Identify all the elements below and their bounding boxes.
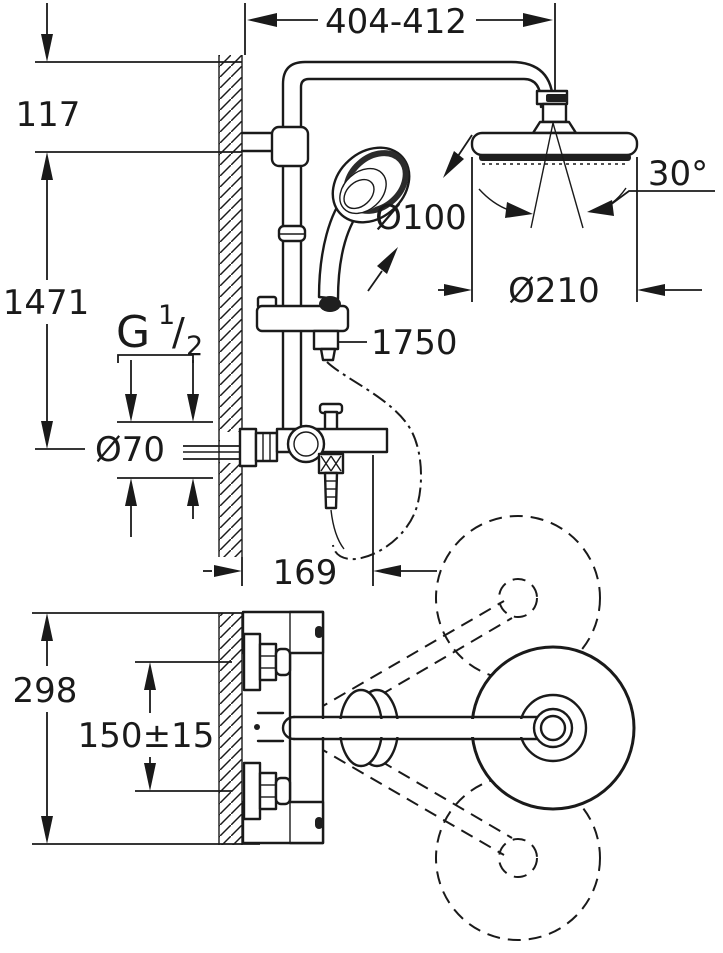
- arm-hub-inner: [539, 714, 567, 742]
- hand-shower-face-ring: [339, 167, 387, 215]
- slider-bracket: [255, 295, 350, 362]
- dim-head-offset: 117: [16, 3, 81, 180]
- hose-connector: [312, 329, 340, 351]
- holder-grip: [319, 296, 341, 312]
- dim-handshower-diameter-label: Ø100: [375, 198, 467, 238]
- dim-valve-width-label: 298: [13, 671, 78, 711]
- shower-hose: [326, 361, 422, 561]
- dim-inlet-spacing: 150±15: [78, 661, 232, 792]
- top-view: 298 150±15: [13, 515, 636, 941]
- dim-swivel-angle: 30°: [601, 154, 715, 212]
- rail-joint: [277, 224, 307, 243]
- dim-hose-length: 1750: [338, 323, 458, 363]
- dim-escutcheon-label: Ø70: [95, 430, 165, 470]
- dim-headshower-diameter: Ø210: [438, 157, 702, 311]
- dim-rail-height: 1471: [3, 180, 90, 449]
- diverter-knob-stem: [323, 410, 339, 432]
- inlet-union-top: [242, 632, 292, 692]
- hose-nipple: [319, 347, 337, 362]
- inlet-union-bottom: [242, 761, 292, 821]
- dim-escutcheon: Ø70: [95, 421, 213, 537]
- shower-arm-plan: [281, 715, 558, 741]
- dim-spout-projection: 169: [203, 455, 437, 593]
- head-shower-nut: [541, 102, 568, 124]
- dim-handshower-diameter: Ø100: [367, 134, 473, 292]
- head-shower-spray-face: [479, 154, 631, 161]
- head-shower-disc: [470, 131, 639, 157]
- dim-top-width-label: 404-412: [325, 2, 467, 42]
- head-shower: [470, 89, 639, 165]
- swing-hub-down: [498, 838, 538, 878]
- dim-rail-height-label: 1471: [3, 283, 90, 323]
- dim-inlet-spacing-label: 150±15: [78, 716, 215, 756]
- outlet-tube: [323, 471, 339, 510]
- wall-bracket: [240, 125, 310, 168]
- wall-front: [218, 55, 243, 557]
- dim-hose-length-label: 1750: [371, 323, 458, 363]
- dim-valve-width: 298: [13, 613, 78, 844]
- dim-top-width: 404-412: [244, 2, 556, 118]
- swivel-indicator: [478, 122, 627, 229]
- dim-head-offset-label: 117: [16, 95, 81, 135]
- slider-body: [255, 304, 350, 333]
- hose-end: [330, 509, 345, 550]
- dim-swivel-angle-label: 30°: [648, 154, 708, 194]
- temperature-knob: [286, 424, 326, 464]
- wall-top-view: [218, 613, 243, 845]
- supply-nipple: [183, 427, 279, 468]
- swing-hub-up: [498, 578, 538, 618]
- pivot-screw: [254, 724, 260, 730]
- valve-front: [275, 402, 389, 550]
- dim-spout-projection-label: 169: [273, 553, 338, 593]
- hand-shower: [317, 146, 411, 301]
- dim-headshower-diameter-label: Ø210: [508, 271, 600, 311]
